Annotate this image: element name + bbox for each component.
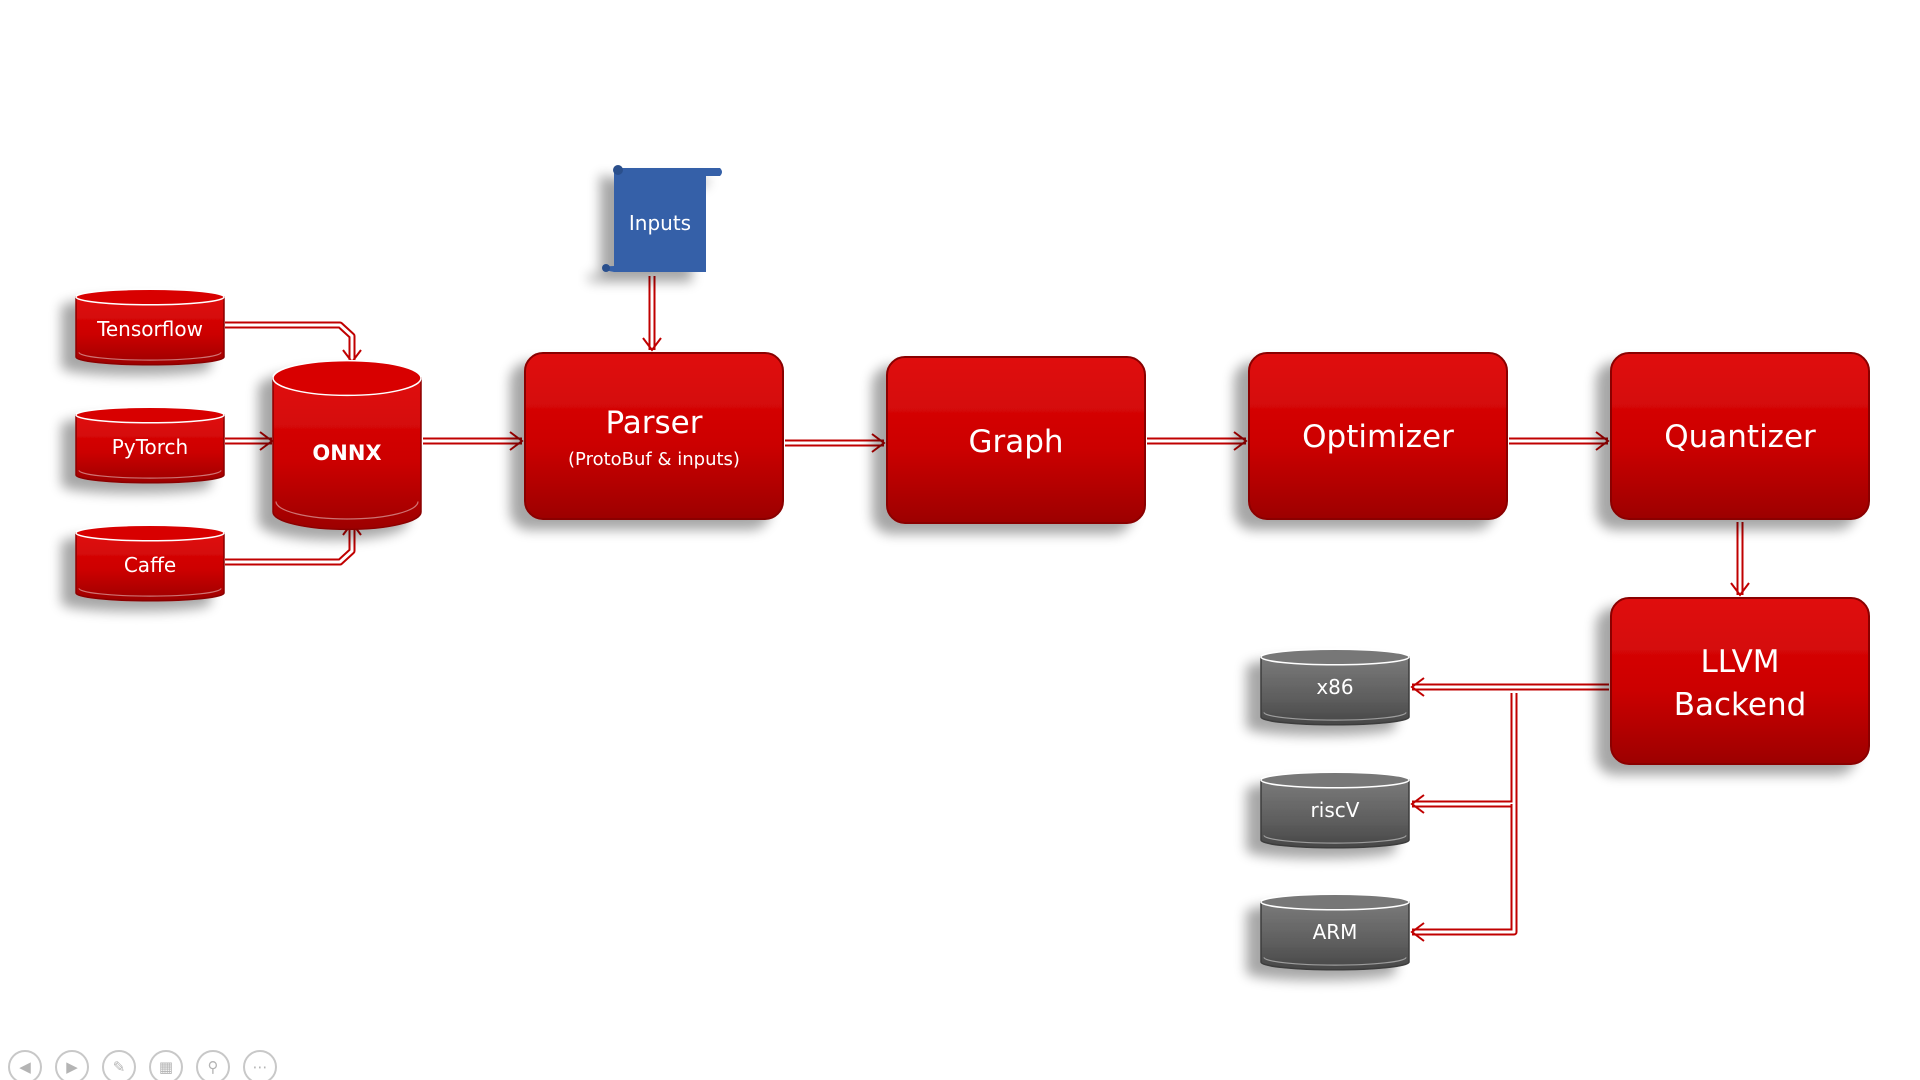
zoom-icon[interactable]: ⚲: [196, 1050, 230, 1080]
riscv-cylinder: [1260, 771, 1410, 849]
onnx-to-parser-arrow: [423, 431, 524, 451]
more-glyph: ⋯: [252, 1058, 268, 1076]
next-glyph: ▶: [66, 1058, 78, 1076]
parser-title: Parser: [605, 405, 702, 441]
quantizer-to-backend-arrow: [1730, 522, 1750, 597]
previous-glyph: ◀: [19, 1058, 31, 1076]
caffe-label: Caffe: [124, 553, 176, 577]
arrows-layer: [225, 276, 1750, 942]
optimizer-to-quantizer-arrow: [1509, 431, 1610, 451]
quantizer-box: Quantizer: [1610, 352, 1870, 520]
parser-subtitle: (ProtoBuf & inputs): [568, 449, 740, 470]
backend-line2: Backend: [1674, 687, 1807, 723]
tensorflow-cylinder: [75, 288, 225, 366]
inputs-label: Inputs: [629, 211, 691, 235]
tensorflow-label: Tensorflow: [96, 317, 203, 341]
zoom-glyph: ⚲: [207, 1058, 219, 1076]
graph-label: Graph: [968, 424, 1063, 460]
parser-to-graph-arrow: [785, 433, 886, 453]
optimizer-box: Optimizer: [1248, 352, 1508, 520]
backend-to-riscv-arrow: [1410, 693, 1518, 814]
arm-label: ARM: [1313, 920, 1358, 944]
pen-glyph: ✎: [112, 1058, 126, 1076]
slides-glyph: ▦: [158, 1058, 174, 1076]
backend-line1: LLVM: [1700, 644, 1779, 680]
onnx-label: ONNX: [312, 441, 381, 465]
pytorch-label: PyTorch: [112, 435, 188, 459]
backend-to-x86-arrow: [1410, 677, 1609, 697]
onnx-cylinder: [272, 359, 422, 531]
inputs-document: Inputs: [602, 165, 722, 272]
slides-icon[interactable]: ▦: [149, 1050, 183, 1080]
graph-box: Graph: [886, 356, 1146, 524]
llvm-backend-box: LLVM Backend: [1610, 597, 1870, 765]
graph-to-optimizer-arrow: [1147, 431, 1248, 451]
tensorflow-to-onnx-arrow: [225, 321, 362, 364]
caffe-cylinder: [75, 524, 225, 602]
pytorch-to-onnx-arrow: [225, 431, 274, 451]
quantizer-label: Quantizer: [1664, 419, 1816, 455]
more-icon[interactable]: ⋯: [243, 1050, 277, 1080]
optimizer-label: Optimizer: [1302, 419, 1454, 455]
riscv-label: riscV: [1311, 798, 1360, 822]
next-icon[interactable]: ▶: [55, 1050, 89, 1080]
pytorch-cylinder: [75, 406, 225, 484]
parser-box: Parser (ProtoBuf & inputs): [524, 352, 784, 520]
inputs-to-parser-arrow: [642, 276, 662, 352]
previous-icon[interactable]: ◀: [8, 1050, 42, 1080]
x86-label: x86: [1316, 675, 1353, 699]
x86-cylinder: [1260, 648, 1410, 726]
arm-cylinder: [1260, 893, 1410, 971]
backend-to-arm-arrow: [1410, 804, 1518, 942]
pen-icon[interactable]: ✎: [102, 1050, 136, 1080]
